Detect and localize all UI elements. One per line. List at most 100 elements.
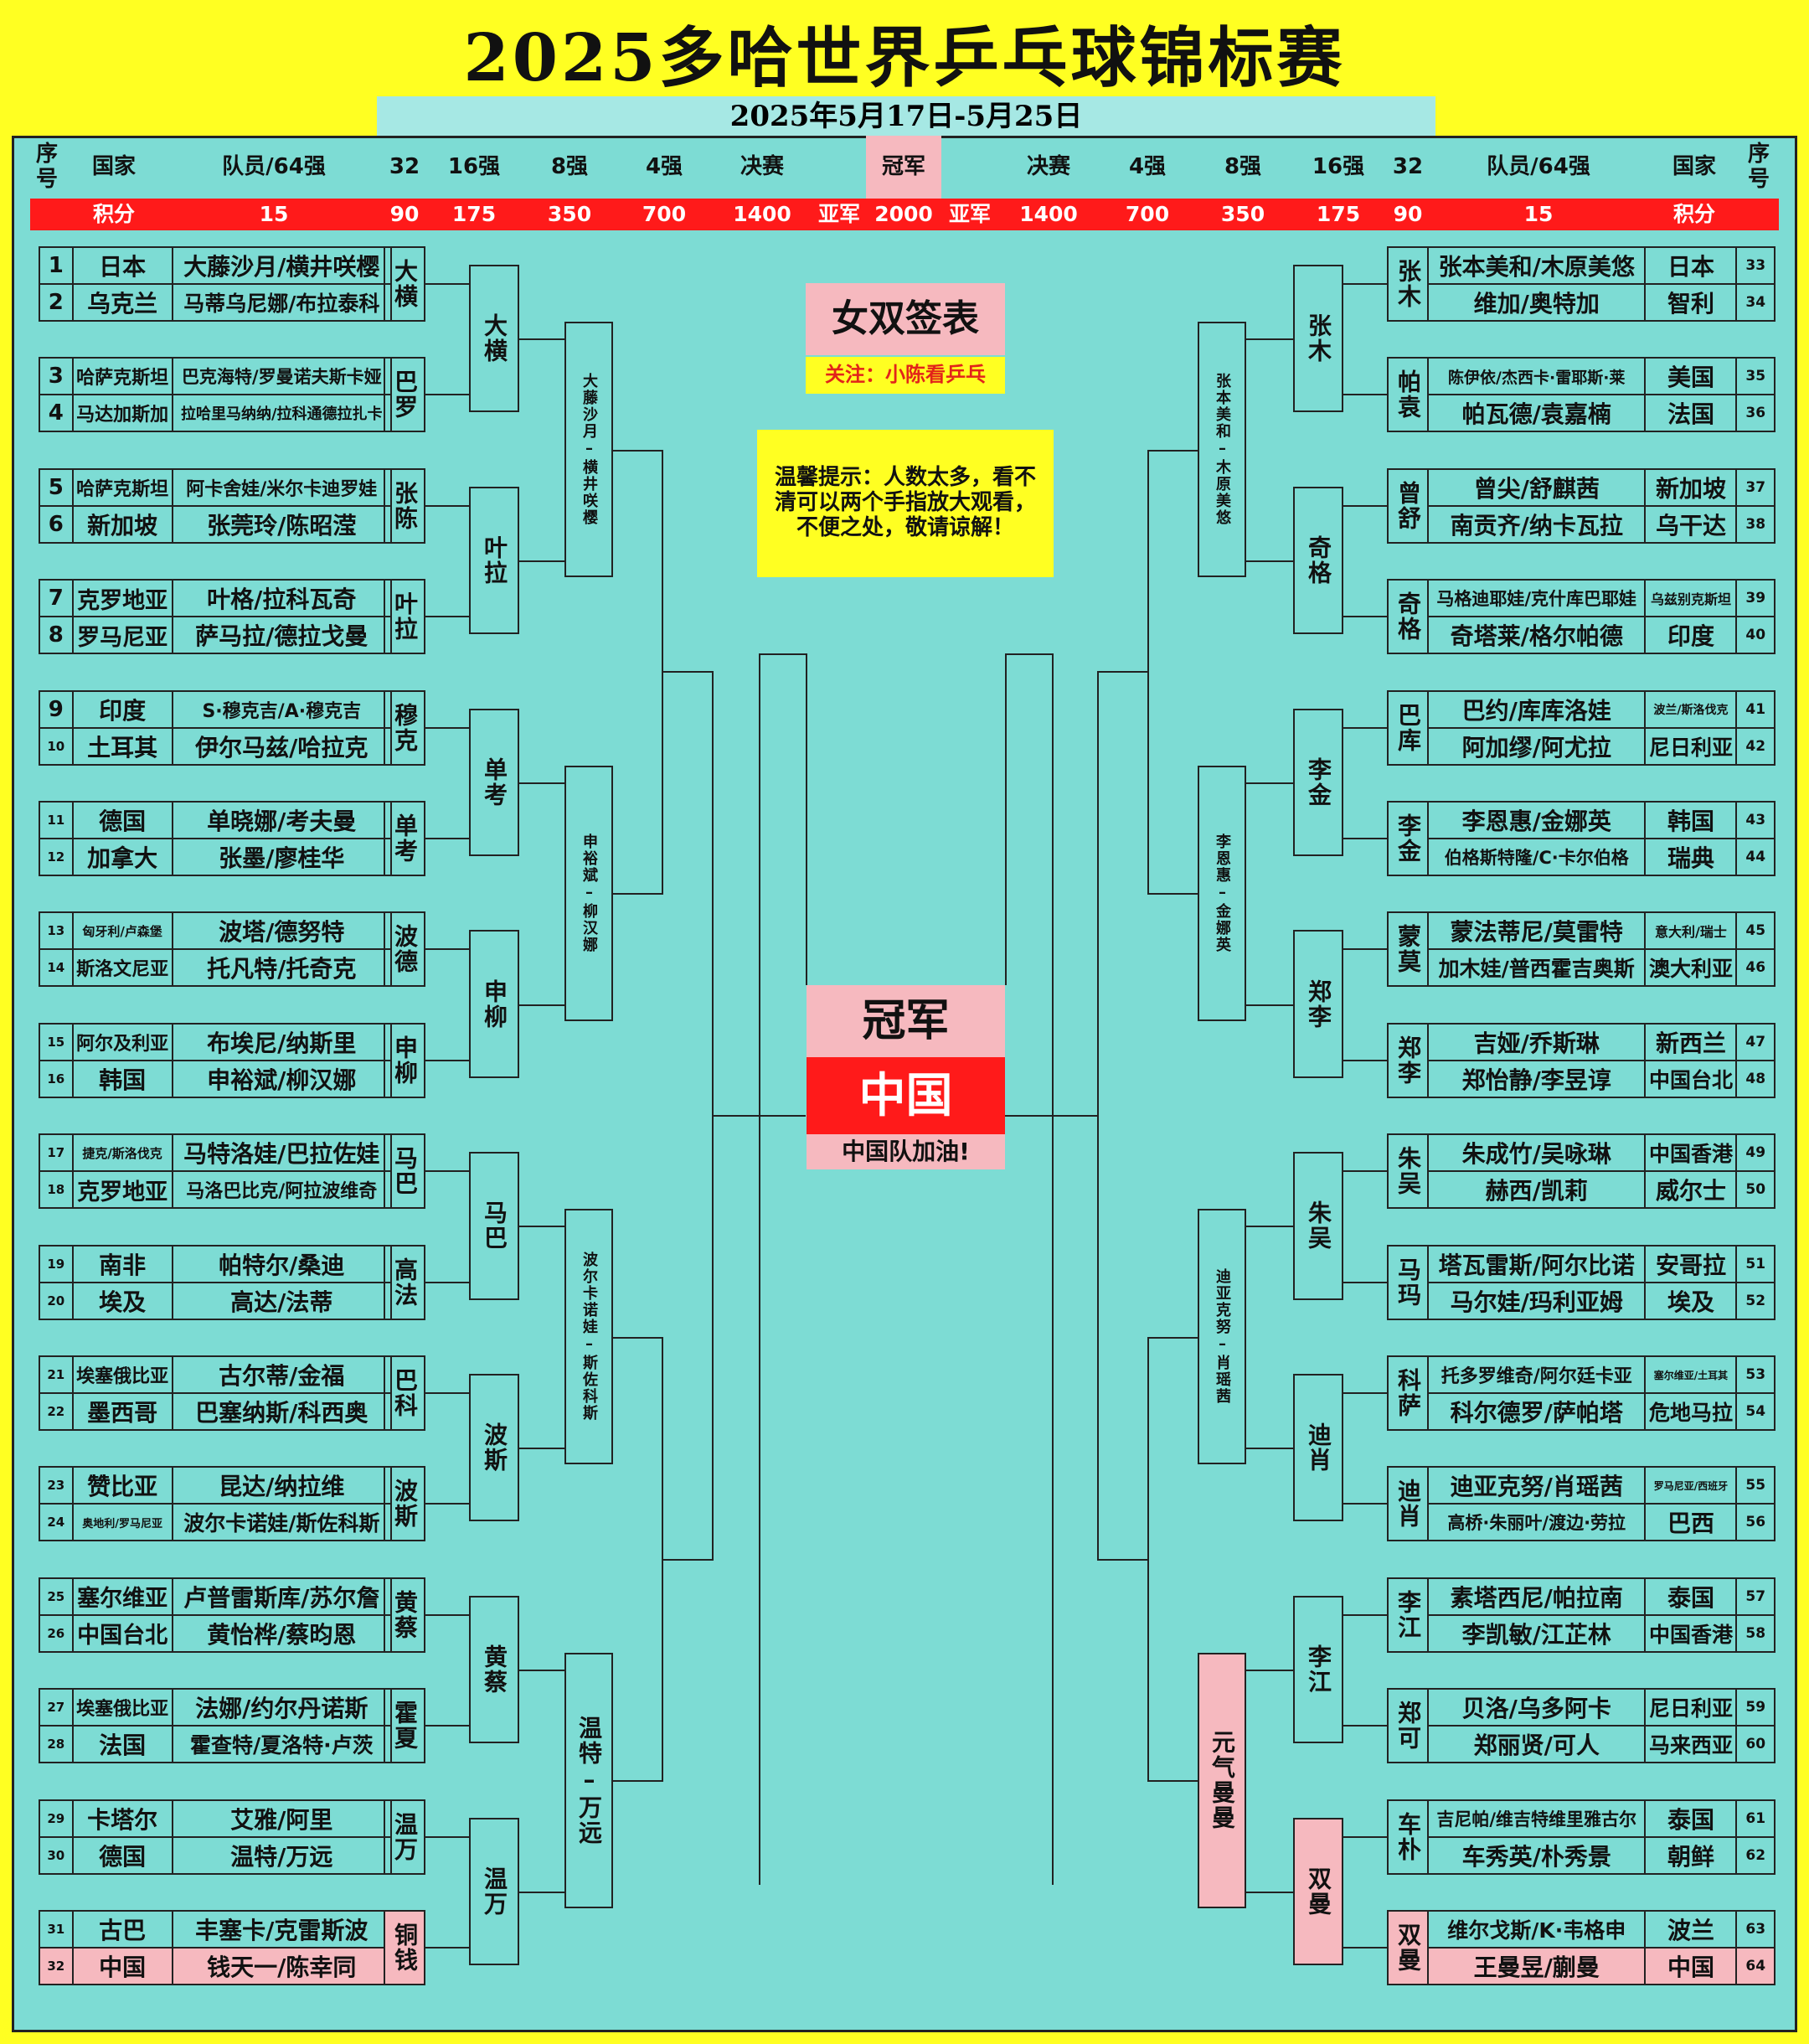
round32-winner-box: 巴库 [1387, 689, 1429, 766]
entry-players: 阿卡舍娃/米尔卡迪罗娃 [186, 478, 378, 500]
round16-winner-box-text: 李江 [1305, 1644, 1332, 1695]
round16-winner-box-text: 温万 [481, 1866, 508, 1917]
round32-winner-box-text: 巴科 [391, 1368, 419, 1418]
round32-winner-box-text: 李江 [1394, 1589, 1422, 1640]
quarterfinal-winner-box: 申裕斌–柳汉娜 [564, 765, 613, 1021]
bracket-line [1343, 1947, 1387, 1949]
entry-players: 单晓娜/考夫曼 [207, 808, 357, 835]
entry-seed: 53 [1745, 1366, 1766, 1383]
entry-country: 捷克/斯洛伐克 [74, 1135, 173, 1171]
quarterfinal-winner-box: 张本美和–木原美悠 [1198, 322, 1246, 577]
bracket-line [1147, 1336, 1198, 1339]
bracket-line [425, 283, 469, 285]
entry-seed: 17 [40, 1135, 74, 1171]
entry-players: 伯格斯特隆/C·卡尔伯格 [1429, 839, 1647, 875]
entry-seed: 21 [40, 1357, 74, 1392]
round16-winner-box-text: 朱吴 [1305, 1200, 1332, 1252]
round16-winner-box: 叶拉 [469, 486, 519, 635]
round32-winner-box-text: 双曼 [1394, 1923, 1422, 1973]
entry-players: 萨马拉/德拉戈曼 [195, 622, 368, 651]
bracket-line [1343, 1725, 1387, 1727]
header-left-final: 决赛 [740, 153, 784, 179]
round32-winner-box: 铜钱 [384, 1910, 425, 1985]
bracket-line [1343, 504, 1387, 507]
round32-winner-box-text: 巴库 [1394, 702, 1422, 753]
entry-country: 泰国 [1646, 1578, 1738, 1614]
entry-country: 阿尔及利亚 [74, 1024, 173, 1060]
round16-winner-box-text: 奇格 [1305, 534, 1332, 586]
round32-winner-box-text: 巴罗 [391, 369, 419, 421]
bracket-line [613, 449, 662, 452]
entry-seed: 56 [1745, 1514, 1766, 1531]
points-32-right: 90 [1393, 201, 1423, 226]
entry-players: 张莞玲/陈昭滢 [207, 511, 357, 539]
bracket-line [425, 1170, 469, 1173]
round32-winner-box: 车朴 [1387, 1799, 1429, 1875]
bracket-line [1097, 671, 1147, 674]
quarterfinal-winner-box: 波尔卡诺娃–斯佐科斯 [564, 1209, 613, 1465]
round32-winner-box: 叶拉 [384, 579, 425, 655]
entry-players: 维尔戈斯/K·韦格申 [1429, 1912, 1647, 1947]
bracket-line [1147, 1336, 1149, 1783]
bracket-line [519, 1891, 564, 1893]
entry-players: 高桥·朱丽叶/渡边·劳拉 [1429, 1505, 1647, 1541]
round32-winner-box-text: 穆克 [391, 702, 419, 753]
points-8-right: 350 [1220, 201, 1265, 226]
bracket-line [1246, 1670, 1293, 1671]
bracket-line [1147, 893, 1198, 896]
entry-seed: 34 [1745, 294, 1766, 311]
entry-country: 塞尔维亚/土耳其 [1646, 1357, 1738, 1392]
entry-seed: 8 [40, 617, 74, 653]
entry-players: S·穆克吉/A·穆克吉 [202, 700, 362, 722]
entry-country: 埃及 [1646, 1283, 1738, 1319]
entry-seed: 37 [1745, 478, 1766, 496]
entry-country: 中国台北 [74, 1615, 173, 1651]
round16-winner-box: 朱吴 [1293, 1152, 1343, 1300]
bracket-line [519, 560, 564, 562]
bracket-line [1097, 1558, 1147, 1561]
bracket-line [519, 782, 564, 784]
entry-country: 罗马尼亚/西班牙 [1646, 1468, 1738, 1504]
bracket-line [662, 1558, 712, 1561]
entry-country: 哈萨克斯坦 [74, 469, 173, 505]
entry-country: 日本 [1646, 248, 1738, 283]
header-right-final: 决赛 [1026, 153, 1070, 179]
quarterfinal-winner-box-text: 温特–万远 [575, 1715, 603, 1845]
entry-country: 法国 [1646, 395, 1738, 431]
round32-winner-box-text: 波斯 [391, 1479, 419, 1530]
round32-winner-box-text: 高法 [391, 1257, 419, 1308]
round32-winner-box: 奇格 [1387, 579, 1429, 655]
round32-winner-box-text: 曾舒 [1394, 480, 1422, 531]
entry-seed: 7 [40, 581, 74, 617]
points-32-left: 90 [389, 201, 420, 226]
round32-winner-box: 迪肖 [1387, 1466, 1429, 1542]
round16-winner-box-text: 黄蔡 [481, 1644, 508, 1695]
entry-country: 匈牙利/卢森堡 [74, 913, 173, 949]
round16-winner-box-text: 叶拉 [481, 534, 508, 586]
round16-winner-box: 郑李 [1293, 930, 1343, 1078]
date-range: 2025年5月17日-5月25日 [377, 96, 1435, 137]
bracket-line [1343, 1613, 1387, 1616]
quarterfinal-winner-box-text: 元气曼曼 [1209, 1730, 1236, 1831]
tip-box: 温馨提示：人数太多，看不清可以两个手指放大观看，不便之处，敬请谅解！ [757, 430, 1054, 577]
round32-winner-box-text: 叶拉 [391, 591, 419, 643]
bracket-line [425, 1725, 469, 1727]
round32-winner-box-text: 郑李 [1394, 1035, 1422, 1086]
bracket-line [1343, 726, 1387, 729]
entry-country: 古巴 [74, 1912, 173, 1947]
header-right-country: 国家 [1672, 153, 1716, 179]
